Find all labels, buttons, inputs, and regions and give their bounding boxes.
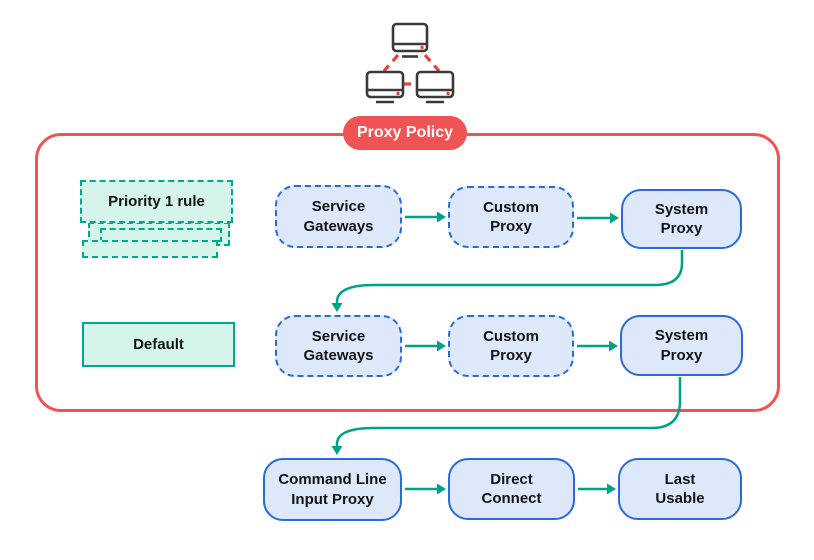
node-system-proxy-1: System Proxy bbox=[621, 189, 742, 249]
node-default: Default bbox=[82, 322, 235, 367]
monitor-top-led bbox=[420, 45, 424, 50]
proxy-policy-badge-label: Proxy Policy bbox=[356, 124, 454, 141]
network-computers-icon bbox=[365, 22, 455, 104]
monitor-top-icon bbox=[391, 22, 429, 58]
monitor-left-led bbox=[396, 91, 400, 96]
rule-stack-sheet-3 bbox=[82, 240, 218, 258]
monitor-right-led bbox=[446, 91, 450, 96]
node-last-usable: Last Usable bbox=[618, 458, 742, 520]
arrowhead-row3-dc-to-lu bbox=[607, 483, 616, 495]
node-priority-1-rule: Priority 1 rule bbox=[80, 180, 233, 223]
node-service-gateways-2: Service Gateways bbox=[275, 315, 402, 377]
monitor-left-icon bbox=[365, 70, 405, 104]
arrowhead-row3-cli-to-dc bbox=[437, 483, 446, 495]
monitor-right-icon bbox=[415, 70, 455, 104]
proxy-policy-badge: Proxy Policy bbox=[343, 116, 467, 150]
node-system-proxy-2: System Proxy bbox=[620, 315, 743, 376]
node-service-gateways-1: Service Gateways bbox=[275, 185, 402, 248]
node-custom-proxy-1: Custom Proxy bbox=[448, 186, 574, 248]
link-line-left bbox=[382, 53, 400, 73]
node-custom-proxy-2: Custom Proxy bbox=[448, 315, 574, 377]
node-command-line-input-proxy: Command Line Input Proxy bbox=[263, 458, 402, 521]
node-direct-connect: Direct Connect bbox=[448, 458, 575, 520]
arrowhead-curve-2 bbox=[331, 446, 343, 455]
link-line-right bbox=[423, 53, 441, 73]
